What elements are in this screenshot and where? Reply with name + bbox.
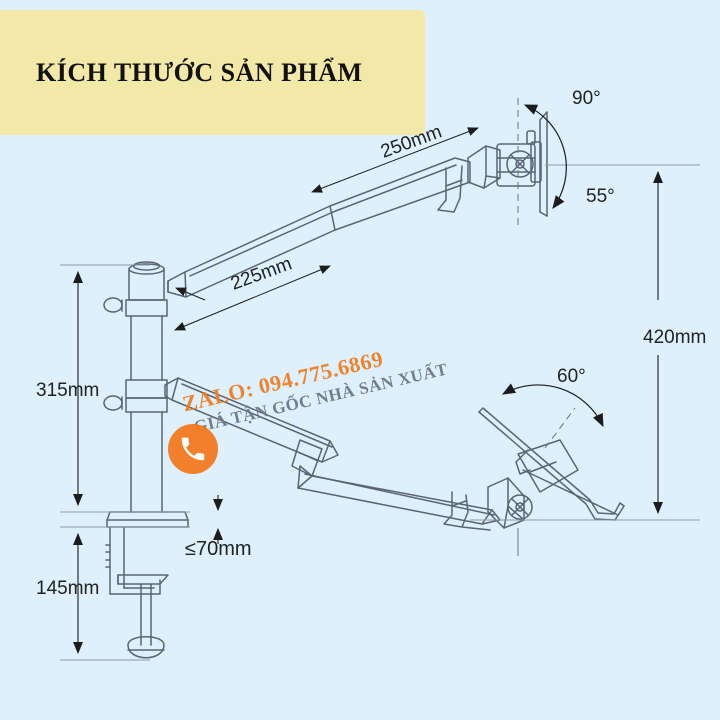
page-title: KÍCH THƯỚC SẢN PHẨM [36,57,363,87]
title-banner: KÍCH THƯỚC SẢN PHẨM [0,10,425,135]
dimension-label-145mm: 145mm [36,578,100,599]
angle-label-90: 90° [572,88,601,109]
angle-label-60: 60° [557,366,586,387]
phone-icon [168,424,218,474]
dimension-label-315mm: 315mm [36,380,100,401]
angle-label-55: 55° [586,186,615,207]
dimension-label-420mm: 420mm [643,327,707,348]
dimension-label-70mm: ≤70mm [185,538,252,560]
